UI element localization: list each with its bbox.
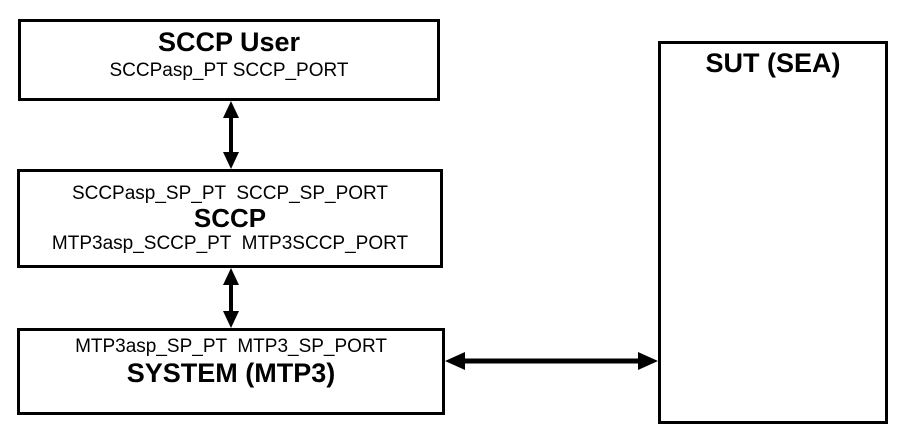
sccp-user-box: SCCP User SCCPasp_PT SCCP_PORT	[18, 19, 440, 101]
sccp-title: SCCP	[193, 203, 267, 233]
system-mtp3-title: SYSTEM (MTP3)	[126, 358, 336, 388]
arrow-sccp-user-to-sccp	[223, 101, 239, 169]
sccp-user-ports-label: SCCPasp_PT SCCP_PORT	[109, 60, 349, 81]
sut-sea-title: SUT (SEA)	[705, 48, 841, 78]
sut-sea-box: SUT (SEA)	[658, 41, 888, 424]
arrow-system-mtp3-to-sut	[445, 352, 658, 370]
sccp-upper-ports-label: SCCPasp_SP_PT SCCP_SP_PORT	[71, 183, 389, 204]
arrow-sccp-to-system-mtp3	[223, 268, 239, 328]
system-mtp3-ports-label: MTP3asp_SP_PT MTP3_SP_PORT	[75, 336, 387, 357]
sccp-user-title: SCCP User	[157, 27, 301, 57]
sccp-box: SCCPasp_SP_PT SCCP_SP_PORT SCCP MTP3asp_…	[17, 169, 443, 268]
system-mtp3-box: MTP3asp_SP_PT MTP3_SP_PORT SYSTEM (MTP3)	[17, 328, 445, 415]
sccp-lower-ports-label: MTP3asp_SCCP_PT MTP3SCCP_PORT	[51, 233, 409, 254]
